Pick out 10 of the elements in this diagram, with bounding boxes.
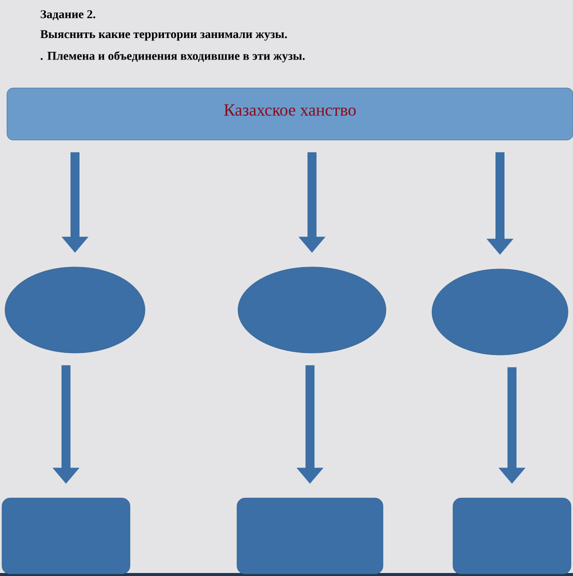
rounded-box — [452, 498, 572, 574]
task-text: . Племена и объединения входившие в эти жузы. — [40, 51, 305, 62]
oval — [238, 266, 386, 354]
task-heading: Задание 2. — [40, 10, 96, 20]
rounded-box — [236, 498, 384, 574]
oval — [432, 268, 568, 356]
rounded-box — [2, 498, 130, 574]
oval — [4, 266, 146, 354]
task-text: Выяснить какие территории занимали жузы. — [40, 30, 287, 41]
banner: Казахское ханство — [6, 88, 573, 140]
